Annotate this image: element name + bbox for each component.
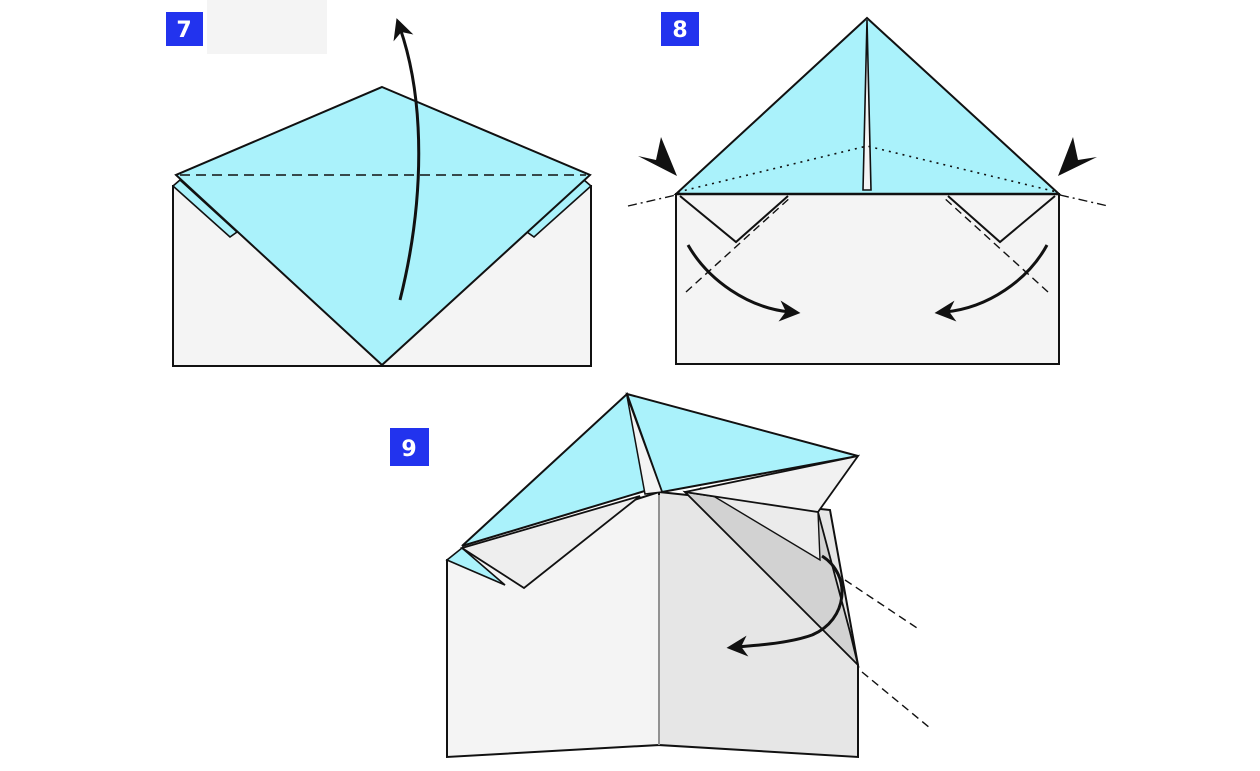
curved-arrow-icon: [686, 244, 801, 322]
curved-arrow-icon: [726, 554, 844, 657]
step-9-under-flap: [459, 495, 641, 590]
step-8-number: 8: [672, 18, 687, 43]
step-9-right-wing-tip: [684, 454, 861, 513]
step-9-center-wedge: [626, 395, 664, 495]
step-7-number: 7: [176, 18, 191, 43]
step-8-right-hidden-flap: [947, 195, 1056, 244]
step-9-number: 9: [401, 437, 416, 462]
step-8-left-ref-line: [627, 194, 677, 207]
step-8-left-hidden-flap: [679, 195, 789, 244]
step-7-blue-diamond: [174, 85, 592, 367]
step-9-badge: [390, 428, 429, 466]
step-7-badge: [166, 12, 203, 46]
curved-arrow-icon: [934, 244, 1049, 322]
step-8-dotted-fold-lines: [677, 145, 1058, 193]
step-9-left-corner-flap: [445, 546, 506, 586]
step-7-blank-panel: [207, 0, 327, 54]
step-8-left-inner-fold: [685, 195, 793, 293]
step-8: 8: [627, 12, 1109, 365]
step-8-badge: [661, 12, 699, 46]
arrowhead-icon: [638, 137, 677, 176]
step-9: 9: [390, 392, 931, 759]
step-7: 7: [166, 0, 593, 367]
step-8-right-ref-line: [1059, 194, 1109, 207]
step-9-lower-ref-line: [861, 671, 931, 729]
step-8-center-slit: [862, 19, 872, 191]
curved-arrow-icon: [393, 18, 421, 301]
arrowhead-icon: [1058, 137, 1097, 176]
step-9-upper-ref-line: [844, 579, 921, 631]
step-8-paper-body: [675, 193, 1060, 365]
step-8-right-inner-fold: [941, 195, 1049, 293]
